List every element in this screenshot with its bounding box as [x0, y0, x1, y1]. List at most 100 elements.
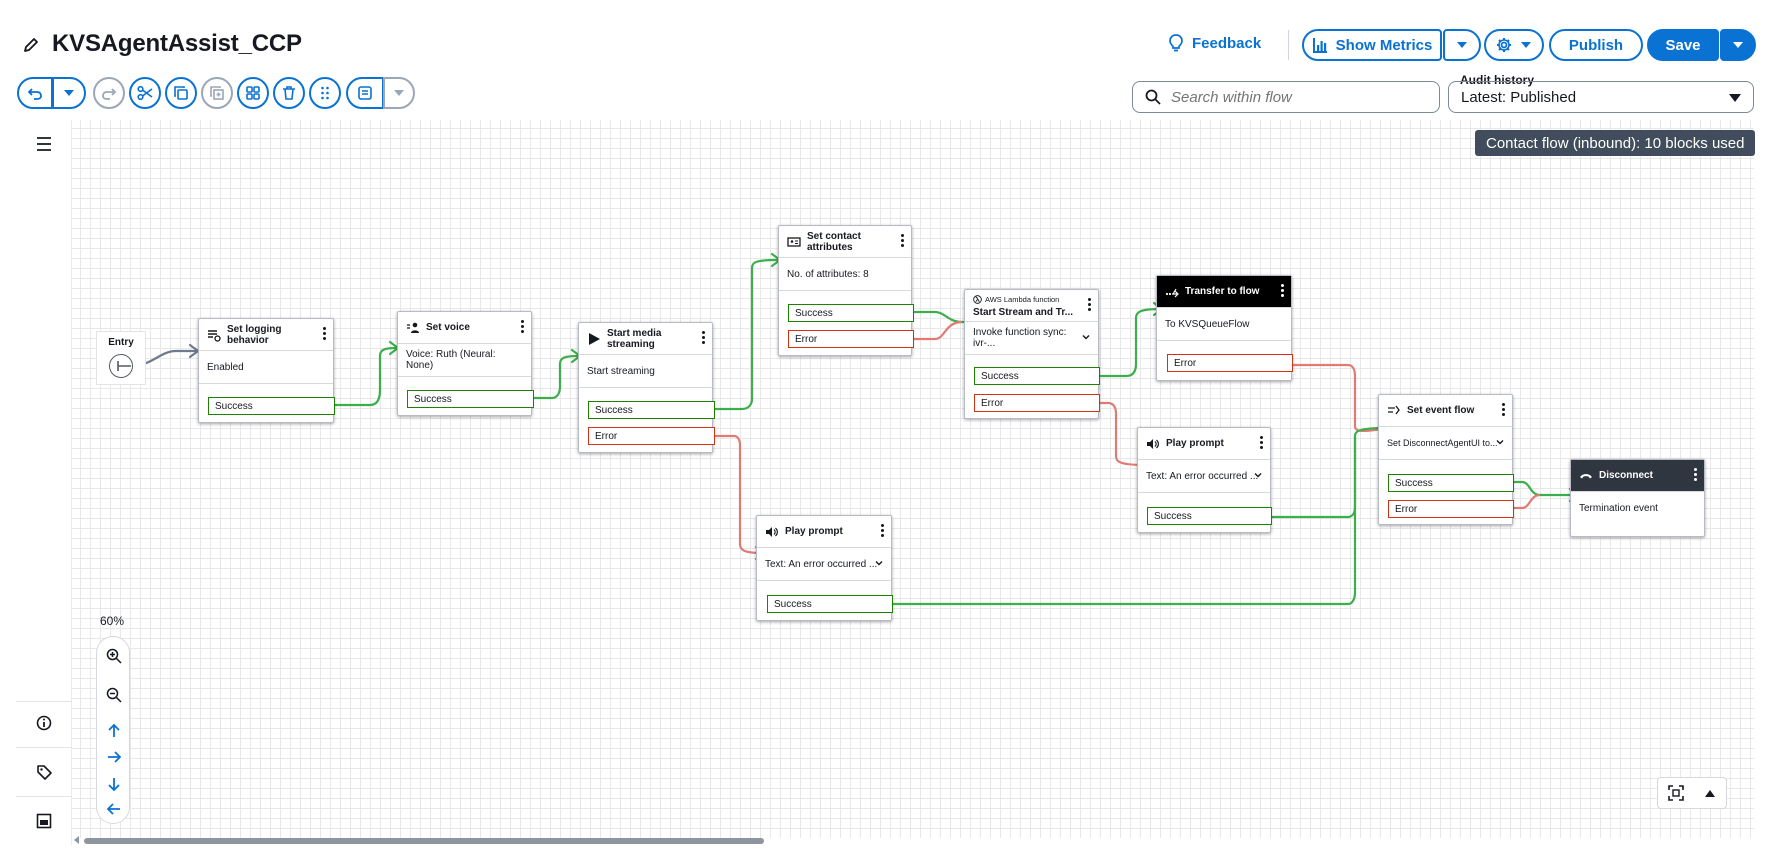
caret-down-icon [1457, 42, 1467, 48]
block-set-logging-behavior[interactable]: Set logging behavior Enabled Success [198, 318, 335, 423]
flow-search[interactable] [1132, 81, 1440, 113]
more-options-icon[interactable] [702, 331, 706, 345]
sidebar-divider [16, 747, 72, 748]
audit-history-select[interactable]: Latest: Published [1448, 81, 1754, 113]
horizontal-scrollbar[interactable] [84, 838, 764, 844]
block-title: Start Stream and Tr... [973, 306, 1074, 318]
block-set-voice[interactable]: Set voice Voice: Ruth (Neural: None) Suc… [397, 311, 534, 416]
cut-button[interactable] [129, 77, 161, 109]
copy-icon [174, 86, 188, 100]
block-body-dropdown[interactable]: Text: An error occurred ... [1138, 460, 1270, 493]
redo-button[interactable] [93, 77, 125, 109]
success-port[interactable]: Success [788, 304, 914, 322]
success-port[interactable]: Success [208, 397, 335, 415]
success-port[interactable]: Success [407, 390, 534, 408]
zoom-in-icon[interactable] [97, 644, 131, 668]
save-dropdown-button[interactable] [1720, 29, 1756, 61]
success-port[interactable]: Success [767, 595, 893, 613]
block-play-prompt-1[interactable]: Play prompt Text: An error occurred ... … [756, 515, 893, 621]
block-body: Set DisconnectAgentUI to... [1387, 438, 1498, 448]
pan-down-icon[interactable] [97, 772, 131, 796]
block-title: Transfer to flow [1185, 286, 1260, 297]
error-port[interactable]: Error [974, 394, 1100, 412]
fit-to-screen-icon[interactable] [1668, 785, 1684, 801]
more-options-icon[interactable] [521, 320, 525, 334]
hang-up-icon [1580, 473, 1592, 478]
more-options-icon[interactable] [1088, 298, 1092, 312]
more-options-icon[interactable] [1281, 284, 1285, 298]
more-options-icon[interactable] [1260, 436, 1264, 450]
success-port[interactable]: Success [974, 367, 1100, 385]
block-start-media-streaming[interactable]: Start media streaming Start streaming Su… [578, 322, 715, 453]
pan-left-icon[interactable] [97, 797, 131, 821]
copy-button[interactable] [165, 77, 197, 109]
notes-dropdown[interactable] [383, 77, 415, 109]
block-set-contact-attributes[interactable]: Set contact attributes No. of attributes… [778, 225, 914, 356]
audit-history-value: Latest: Published [1461, 88, 1577, 106]
redo-icon [102, 88, 117, 100]
undo-button[interactable] [17, 77, 53, 109]
edit-pencil-icon[interactable] [22, 36, 40, 54]
chevron-down-icon [1254, 473, 1262, 478]
block-aws-lambda-function[interactable]: AWS Lambda function Start Stream and Tr.… [964, 289, 1100, 419]
block-disconnect[interactable]: Disconnect Termination event [1570, 459, 1705, 537]
scroll-left-arrow[interactable] [74, 836, 79, 844]
caret-up-icon[interactable] [1704, 788, 1716, 798]
block-body: Termination event [1579, 503, 1658, 514]
drag-dots-icon [321, 86, 329, 100]
more-options-icon[interactable] [1502, 403, 1506, 417]
settings-dropdown-button[interactable] [1484, 29, 1544, 61]
sidebar-divider [16, 796, 72, 797]
success-port[interactable]: Success [588, 401, 715, 419]
arrange-button[interactable] [237, 77, 269, 109]
contact-card-icon [787, 236, 801, 247]
block-body-dropdown[interactable]: Invoke function sync: ivr-... [965, 322, 1098, 355]
search-input[interactable] [1171, 88, 1421, 106]
show-metrics-button[interactable]: Show Metrics [1302, 29, 1442, 61]
error-port[interactable]: Error [1388, 500, 1514, 518]
event-flow-icon [1388, 405, 1400, 414]
speaker-icon [766, 526, 778, 537]
pan-right-icon[interactable] [97, 745, 131, 769]
block-body-dropdown[interactable]: Set DisconnectAgentUI to... [1379, 427, 1512, 460]
block-body-dropdown[interactable]: Text: An error occurred ... [757, 548, 891, 581]
more-options-icon[interactable] [881, 524, 885, 538]
menu-icon[interactable] [16, 129, 72, 159]
more-options-icon[interactable] [323, 327, 327, 341]
block-set-event-flow[interactable]: Set event flow Set DisconnectAgentUI to.… [1378, 394, 1514, 525]
save-button[interactable]: Save [1647, 29, 1719, 61]
block-play-prompt-2[interactable]: Play prompt Text: An error occurred ... … [1137, 427, 1272, 533]
entry-start-icon [109, 354, 133, 378]
more-options-icon[interactable] [901, 234, 905, 248]
zoom-out-icon[interactable] [97, 683, 131, 707]
panel-icon[interactable] [16, 806, 72, 836]
success-port[interactable]: Success [1147, 507, 1272, 525]
drag-handle-button[interactable] [309, 77, 341, 109]
paste-button[interactable] [201, 77, 233, 109]
flow-title: KVSAgentAssist_CCP [52, 30, 302, 57]
show-metrics-label: Show Metrics [1335, 36, 1433, 54]
publish-button[interactable]: Publish [1549, 29, 1643, 61]
entry-node[interactable]: Entry [96, 331, 146, 385]
more-options-icon[interactable] [1694, 468, 1698, 482]
undo-icon [27, 88, 42, 100]
error-port[interactable]: Error [588, 427, 715, 445]
error-port[interactable]: Error [1167, 354, 1293, 372]
block-title: Start media streaming [607, 327, 662, 350]
caret-down-icon [64, 90, 74, 96]
caret-down-icon [394, 90, 404, 96]
pan-up-icon[interactable] [97, 719, 131, 743]
delete-button[interactable] [273, 77, 305, 109]
error-port[interactable]: Error [788, 330, 914, 348]
tag-icon[interactable] [16, 757, 72, 787]
success-port[interactable]: Success [1388, 474, 1514, 492]
block-transfer-to-flow[interactable]: Transfer to flow To KVSQueueFlow Error [1156, 275, 1293, 381]
feedback-link[interactable]: Feedback [1168, 34, 1261, 52]
play-icon [589, 332, 600, 345]
header-divider [1288, 30, 1289, 60]
info-icon[interactable] [16, 708, 72, 738]
metrics-dropdown-button[interactable] [1443, 29, 1481, 61]
notes-button[interactable] [346, 77, 384, 109]
undo-history-dropdown[interactable] [52, 77, 86, 109]
